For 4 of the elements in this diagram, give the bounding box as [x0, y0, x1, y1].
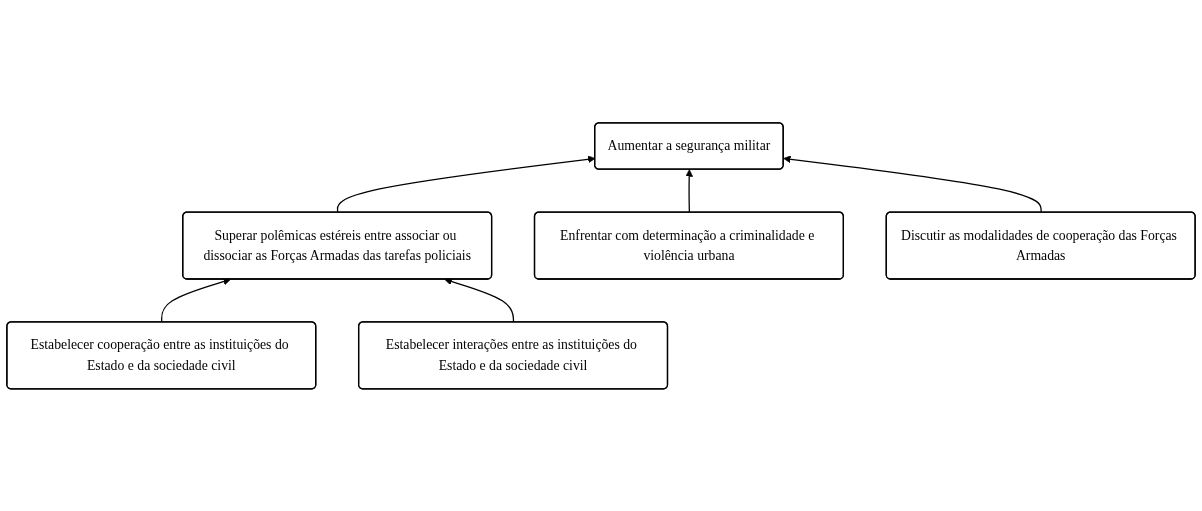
- arrow: [783, 155, 1042, 213]
- arrow: [444, 277, 515, 323]
- arrow: [161, 277, 231, 323]
- arrow: [685, 168, 693, 213]
